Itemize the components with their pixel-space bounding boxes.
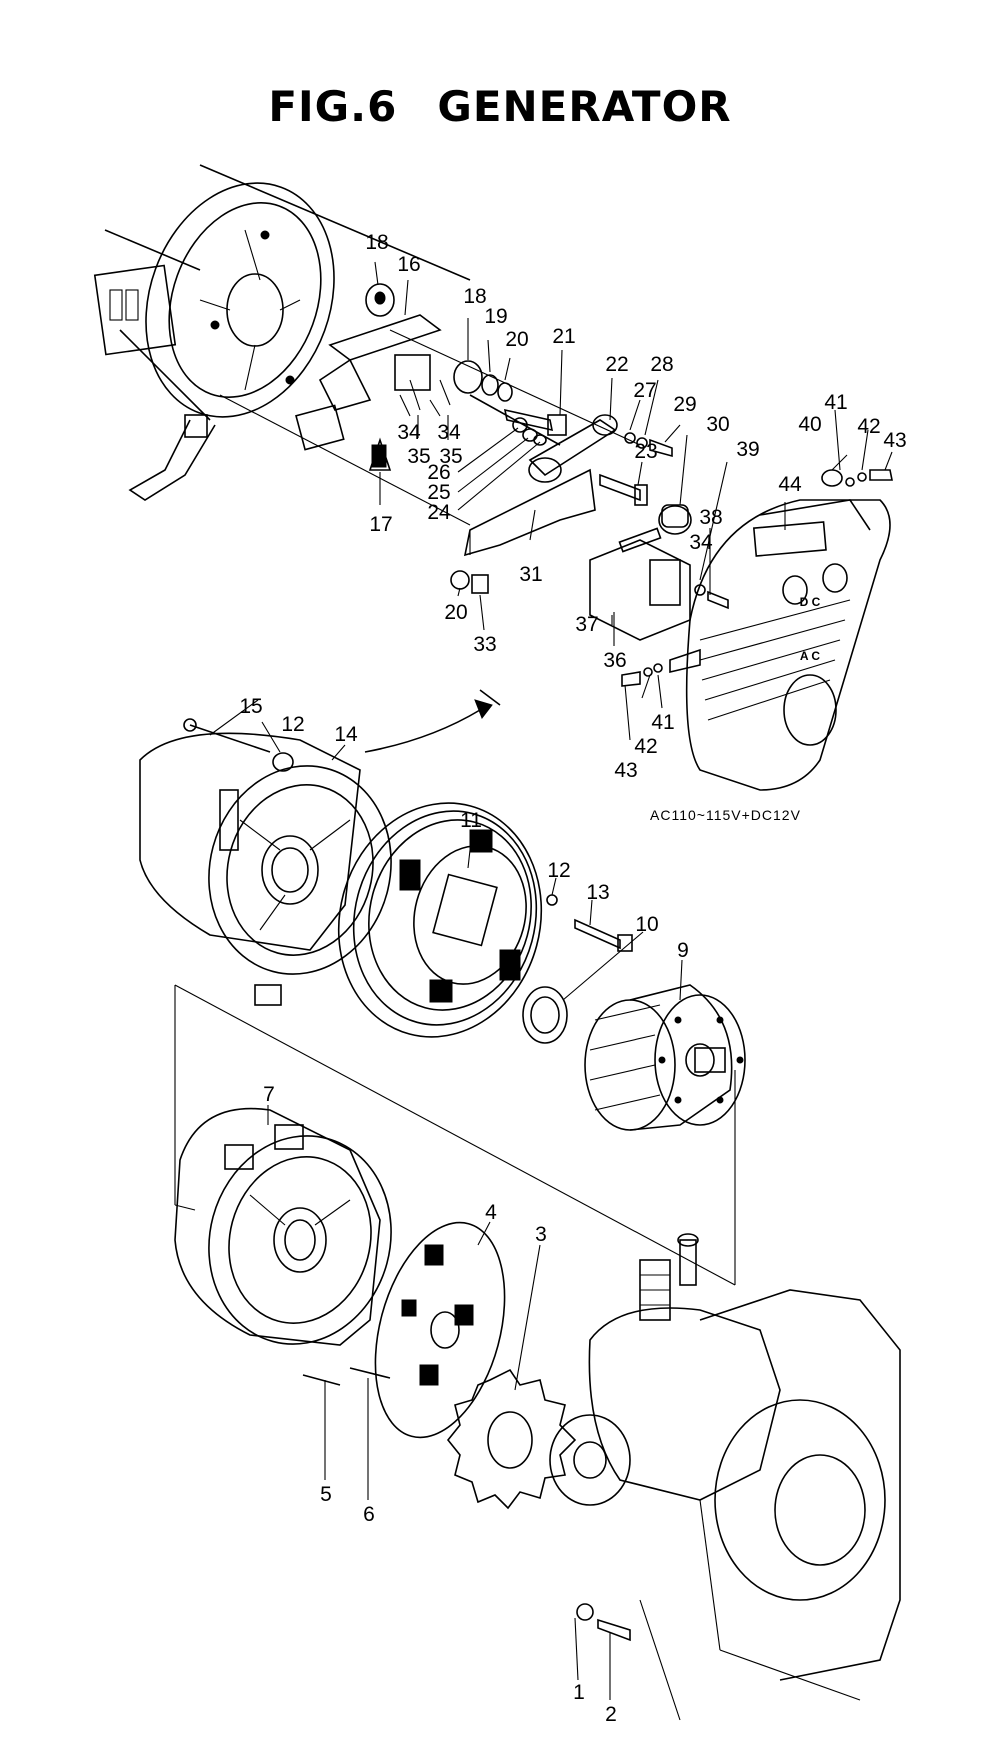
callout-5: 5 [320,1483,332,1506]
callout-20b: 20 [444,601,467,624]
callout-42a: 42 [857,415,880,438]
callout-33: 33 [473,633,496,656]
callout-36: 36 [603,649,626,672]
callout-34c: 34 [689,531,713,554]
callout-3: 3 [535,1223,547,1246]
callout-24: 24 [427,501,451,524]
callout-44: 44 [778,473,802,496]
callout-34a: 34 [397,421,421,444]
callout-26: 26 [427,461,450,484]
callout-43a: 43 [883,429,906,452]
figure-name: GENERATOR [437,82,732,131]
rubber-coupling [446,1368,577,1510]
front-end-cover [174,1107,392,1346]
callout-2: 2 [605,1703,617,1726]
stator-housing [139,718,392,1006]
callout-19: 19 [484,305,507,328]
callout-25: 25 [427,481,450,504]
callout-23: 23 [634,440,657,463]
callout-27: 27 [633,379,656,402]
callout-39: 39 [736,438,759,461]
figure-label: FIG.6 [268,82,398,131]
callout-38: 38 [699,506,722,529]
callout-22: 22 [605,353,628,376]
leader-lines [209,261,893,1700]
rotor [584,984,746,1131]
alignment-lines [174,329,736,1286]
callout-17: 17 [369,513,392,536]
callout-18b: 18 [463,285,486,308]
callout-11: 11 [460,809,482,832]
callout-9: 9 [677,939,689,962]
pins [302,1367,391,1386]
callout-13: 13 [586,881,609,904]
callout-34b: 34 [437,421,461,444]
callout-12a: 12 [281,713,304,736]
callout-10: 10 [635,913,658,936]
callout-4: 4 [485,1201,497,1224]
engine [549,1233,901,1721]
figure-title: FIG.6 GENERATOR [0,82,1000,131]
callout-41a: 41 [824,391,847,414]
callout-16: 16 [397,253,420,276]
callout-35a: 35 [407,445,430,468]
brush-holder-assembly [295,283,729,641]
voltage-note: AC110~115V+DC12V [650,807,801,823]
callout-29: 29 [673,393,696,416]
callout-43b: 43 [614,759,637,782]
callout-35b: 35 [439,445,462,468]
callout-21: 21 [552,325,575,348]
callout-40: 40 [798,413,821,436]
control-panel-cover: A C D C [621,469,893,791]
callout-31: 31 [519,563,542,586]
callout-28: 28 [650,353,673,376]
callout-15: 15 [239,695,262,718]
callout-41b: 41 [651,711,674,734]
callout-numbers: 18 16 18 19 20 21 22 28 27 29 30 39 23 4… [239,231,906,1726]
callout-42b: 42 [634,735,657,758]
assembly-arrow [364,689,501,753]
callout-6: 6 [363,1503,375,1526]
generator-end-housing [93,164,471,501]
cover-dc-mark: D C [800,595,821,609]
callout-14: 14 [334,723,358,746]
callout-1: 1 [573,1681,585,1704]
stator-winding [337,802,633,1044]
callout-7: 7 [263,1083,275,1106]
callout-18a: 18 [365,231,388,254]
callout-12b: 12 [547,859,570,882]
callout-30: 30 [706,413,729,436]
fan-plate [374,1221,506,1439]
callout-37: 37 [575,613,598,636]
cover-ac-mark: A C [800,649,821,663]
callout-20a: 20 [505,328,528,351]
